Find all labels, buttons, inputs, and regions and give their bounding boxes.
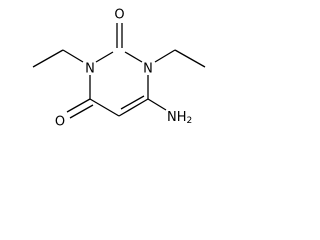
bond-ethyl-right — [174, 49, 206, 68]
bond-c4-o-upper — [66, 98, 91, 113]
bond-c4-o-lower — [69, 104, 94, 119]
bond-n3-ch2 — [62, 49, 84, 63]
atom-o-c2: O — [114, 8, 124, 23]
bond-c6-nh2 — [147, 98, 167, 111]
bond-n1-ch2 — [154, 49, 176, 63]
bond-n3-c2 — [95, 51, 114, 63]
bond-c5-c4 — [89, 98, 120, 117]
bond-c6-c5 — [118, 98, 149, 117]
bond-c6-c5-inner — [120, 95, 145, 110]
bond-ethyl-left — [32, 49, 64, 68]
bonds — [32, 23, 206, 119]
amino-subscript: 2 — [187, 116, 193, 126]
amino-nh: NH — [167, 110, 187, 125]
atom-n3: N — [85, 62, 95, 77]
atom-n1: N — [143, 62, 153, 77]
atom-labels: O N N O NH2 — [55, 8, 192, 130]
structural-formula: O N N O NH2 — [32, 8, 206, 130]
bond-c2-n1 — [124, 51, 143, 63]
atom-amino: NH2 — [167, 110, 192, 127]
atom-o-c4: O — [55, 115, 65, 130]
